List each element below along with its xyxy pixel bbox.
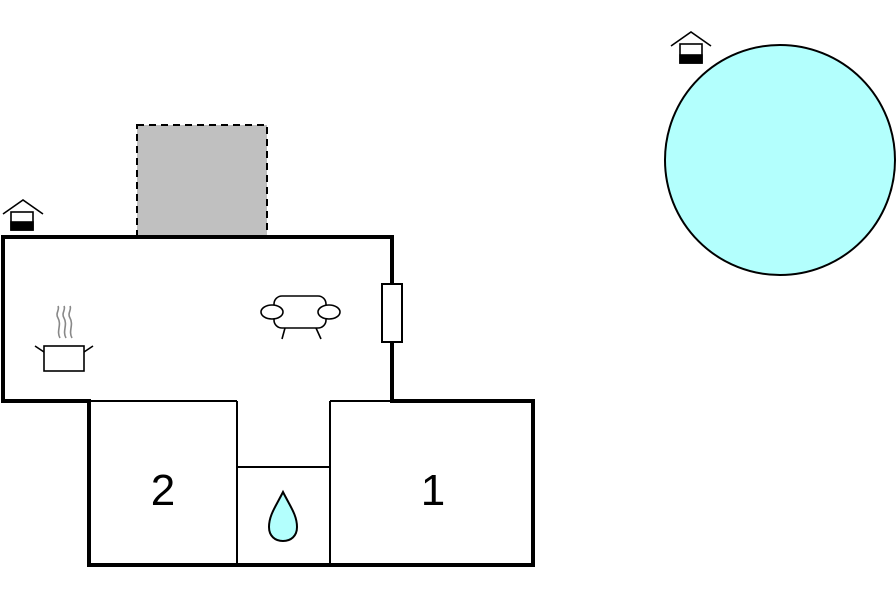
room-label-2: 2	[151, 466, 175, 515]
stove-icon	[381, 283, 403, 343]
water-drop-icon	[267, 489, 299, 543]
sofa-icon	[260, 295, 341, 340]
pool	[664, 44, 896, 276]
house-entrance-icon	[2, 199, 44, 231]
interior-walls	[89, 400, 392, 565]
terrace-area	[136, 124, 268, 238]
house-outline	[1, 235, 535, 567]
cooking-pot-icon	[34, 305, 94, 372]
room-label-1: 1	[421, 466, 445, 515]
house-entrance-icon	[670, 31, 712, 64]
